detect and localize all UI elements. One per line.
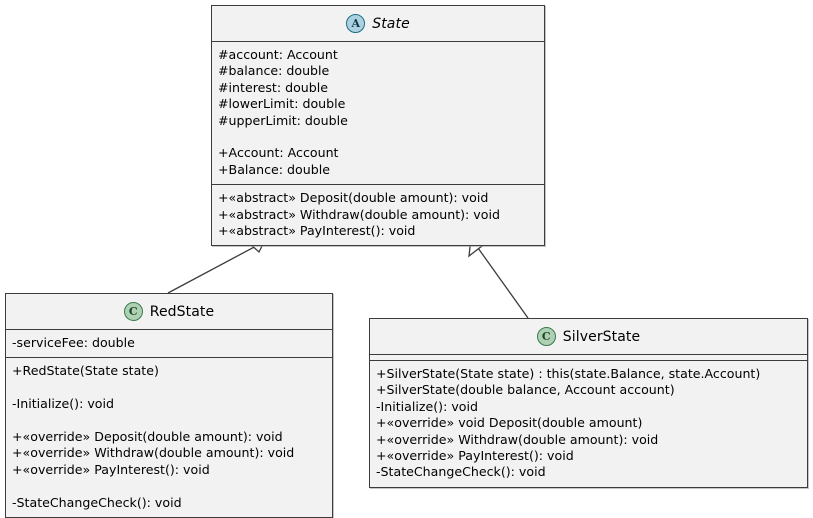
attributes-compartment-silverstate bbox=[370, 355, 807, 360]
member-line: +SilverState(double balance, Account acc… bbox=[376, 382, 675, 398]
member-line: +Account: Account bbox=[218, 145, 339, 161]
member-spacer bbox=[218, 129, 538, 145]
member-line: #upperLimit: double bbox=[218, 112, 348, 128]
methods-compartment-silverstate: +SilverState(State state) : this(state.B… bbox=[370, 360, 807, 487]
class-header-silverstate: C SilverState bbox=[370, 319, 807, 355]
member-line: +«override» void Deposit(double amount) bbox=[376, 415, 643, 431]
class-box-redstate[interactable]: C RedState -serviceFee: double +RedState… bbox=[5, 293, 333, 518]
class-name-silverstate: SilverState bbox=[562, 328, 641, 345]
member-line: +«abstract» Withdraw(double amount): voi… bbox=[218, 206, 500, 222]
class-header-state: A State bbox=[212, 6, 544, 42]
member-line: +SilverState(State state) : this(state.B… bbox=[376, 366, 761, 381]
methods-compartment-redstate: +RedState(State state) -Initialize(): vo… bbox=[6, 357, 332, 518]
member-line: +Balance: double bbox=[218, 161, 330, 177]
member-line: +«abstract» PayInterest(): void bbox=[218, 223, 416, 239]
member-line: #balance: double bbox=[218, 63, 330, 79]
member-line: #lowerLimit: double bbox=[218, 96, 346, 112]
member-line: -StateChangeCheck(): void bbox=[376, 464, 546, 480]
member-line: -StateChangeCheck(): void bbox=[12, 494, 182, 510]
class-name-state: State bbox=[372, 15, 410, 32]
member-spacer bbox=[12, 478, 326, 494]
class-name-redstate: RedState bbox=[149, 303, 215, 320]
member-line: +«override» Deposit(double amount): void bbox=[12, 429, 283, 444]
member-spacer bbox=[12, 380, 326, 396]
member-line: -serviceFee: double bbox=[12, 335, 135, 350]
generalization-silverstate-to-state bbox=[468, 236, 529, 319]
abstract-class-badge-icon: A bbox=[346, 14, 366, 33]
member-line: +«abstract» Deposit(double amount): void bbox=[218, 190, 489, 206]
member-line: #account: Account bbox=[218, 47, 338, 62]
class-header-redstate: C RedState bbox=[6, 294, 332, 330]
class-badge-icon: C bbox=[536, 327, 556, 346]
class-badge-icon: C bbox=[123, 302, 143, 321]
member-line: +«override» PayInterest(): void bbox=[12, 461, 210, 477]
member-spacer bbox=[12, 413, 326, 429]
class-box-state[interactable]: A State #account: Account#balance: doubl… bbox=[211, 5, 545, 247]
class-box-silverstate[interactable]: C SilverState +SilverState(State state) … bbox=[369, 318, 808, 488]
attributes-compartment-state: #account: Account#balance: double#intere… bbox=[212, 42, 544, 185]
methods-compartment-state: +«abstract» Deposit(double amount): void… bbox=[212, 184, 544, 246]
member-line: +«override» Withdraw(double amount): voi… bbox=[12, 445, 295, 461]
member-line: +«override» PayInterest(): void bbox=[376, 448, 574, 464]
attributes-compartment-redstate: -serviceFee: double bbox=[6, 330, 332, 358]
member-line: -Initialize(): void bbox=[376, 398, 478, 414]
member-line: -Initialize(): void bbox=[12, 396, 114, 412]
member-line: +«override» Withdraw(double amount): voi… bbox=[376, 431, 659, 447]
member-line: #interest: double bbox=[218, 79, 329, 95]
member-line: +RedState(State state) bbox=[12, 363, 159, 379]
